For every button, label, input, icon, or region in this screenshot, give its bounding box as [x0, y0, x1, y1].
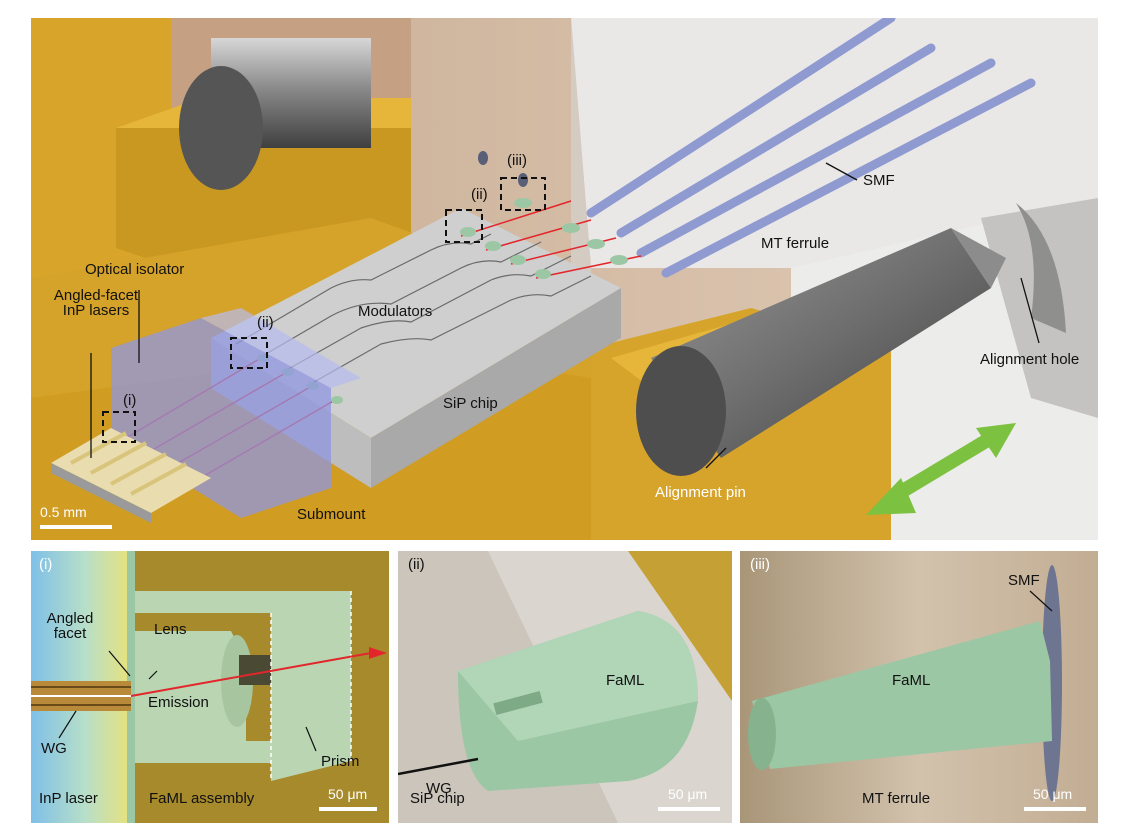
emission-beam — [130, 652, 372, 697]
sip-chip-side — [371, 288, 621, 488]
panel-i-svg — [31, 551, 389, 823]
smf-fibers — [586, 18, 1036, 278]
panel-ii-waveguide — [398, 757, 479, 776]
main-illustration-panel: Optical isolator Angled-facet InP lasers… — [31, 18, 1098, 540]
emission-arrowhead — [369, 647, 387, 659]
panel-i-lens: Lens — [154, 621, 187, 638]
prism — [271, 591, 351, 781]
panel-ii-faml: FaML — [606, 672, 645, 689]
label-sip-chip: SiP chip — [443, 395, 498, 412]
label-lasers: Angled-facet InP lasers — [53, 287, 139, 319]
panel-ii-scale-bar — [658, 807, 720, 811]
alignment-pin-body — [651, 228, 991, 458]
faml-end — [748, 698, 776, 770]
panel-ii-wg: WG — [426, 780, 452, 797]
smf-end-disc — [1042, 565, 1062, 801]
label-alignment-pin: Alignment pin — [655, 484, 746, 501]
panel-ii-tag: (ii) — [408, 556, 425, 573]
callout-iii: (iii) — [507, 152, 527, 169]
fiber-core-dot-2 — [518, 173, 528, 187]
callout-ii-a: (ii) — [257, 314, 274, 331]
alignment-pin-face — [636, 346, 726, 476]
panel-i-tag: (i) — [39, 556, 53, 573]
panel-ii: (ii) FaML WG SiP chip 50 μm — [398, 551, 732, 823]
panel-i-emission: Emission — [148, 694, 209, 711]
panel-i-scale-label: 50 μm — [328, 786, 368, 802]
panel-i-angled-facet: Angled facet — [46, 610, 94, 642]
panel-i-leaders — [58, 650, 317, 752]
panel-iii-scale-bar — [1024, 807, 1086, 811]
panel-iii-mt-ferrule: MT ferrule — [862, 790, 931, 807]
panel-iii-scale-label: 50 μm — [1033, 786, 1073, 802]
panel-i-inp-laser: InP laser — [39, 790, 98, 807]
alignment-hole-shadow — [1016, 203, 1066, 333]
upper-cylinder-face — [179, 66, 263, 190]
modulator-waveguides — [235, 233, 592, 387]
panel-i-wg: WG — [41, 740, 67, 757]
laser-stripes — [70, 431, 187, 496]
wg-lines — [31, 686, 131, 706]
leader-lines — [90, 162, 1040, 469]
panel-ii-svg — [398, 551, 732, 823]
main-scale-bar — [40, 525, 112, 529]
alignment-pin-tip — [951, 228, 1006, 288]
callout-ii-b: (ii) — [471, 186, 488, 203]
panel-iii-faml: FaML — [892, 672, 931, 689]
faml-slot — [493, 690, 543, 716]
panel-iii-svg — [740, 551, 1098, 823]
panel-i: (i) Angled facet Lens Emission WG Prism … — [31, 551, 389, 823]
fiber-core-dot — [478, 151, 488, 165]
panel-i-scale-bar — [319, 807, 377, 811]
label-alignment-hole: Alignment hole — [980, 351, 1080, 368]
gold-corner — [628, 551, 732, 701]
panel-iii-smf: SMF — [1008, 572, 1040, 589]
label-submount: Submount — [297, 506, 366, 523]
callout-i: (i) — [123, 392, 137, 409]
label-optical-isolator: Optical isolator — [85, 261, 185, 278]
gold-block-left — [31, 18, 171, 338]
label-mt-ferrule: MT ferrule — [761, 235, 830, 252]
movement-arrow — [866, 423, 1016, 515]
optical-isolator-top — [201, 308, 361, 388]
faml-cylinder — [752, 621, 1052, 769]
assembly-frame-bottom — [135, 741, 301, 763]
panel-iii-smf-leader — [1029, 590, 1053, 612]
inp-laser-chip-side — [51, 463, 151, 523]
main-scale-label: 0.5 mm — [40, 504, 87, 520]
label-modulators: Modulators — [358, 303, 433, 320]
panel-i-prism: Prism — [321, 753, 360, 770]
panel-ii-sip-chip: SiP chip — [410, 790, 465, 807]
main-illustration-svg — [31, 18, 1098, 540]
panel-ii-scale-label: 50 μm — [668, 786, 708, 802]
callout-boxes — [102, 177, 546, 443]
panel-iii-tag: (iii) — [750, 556, 770, 573]
label-smf: SMF — [863, 172, 895, 189]
panel-iii: (iii) SMF FaML MT ferrule 50 μm — [740, 551, 1098, 823]
panel-i-assembly: FaML assembly — [149, 790, 255, 807]
